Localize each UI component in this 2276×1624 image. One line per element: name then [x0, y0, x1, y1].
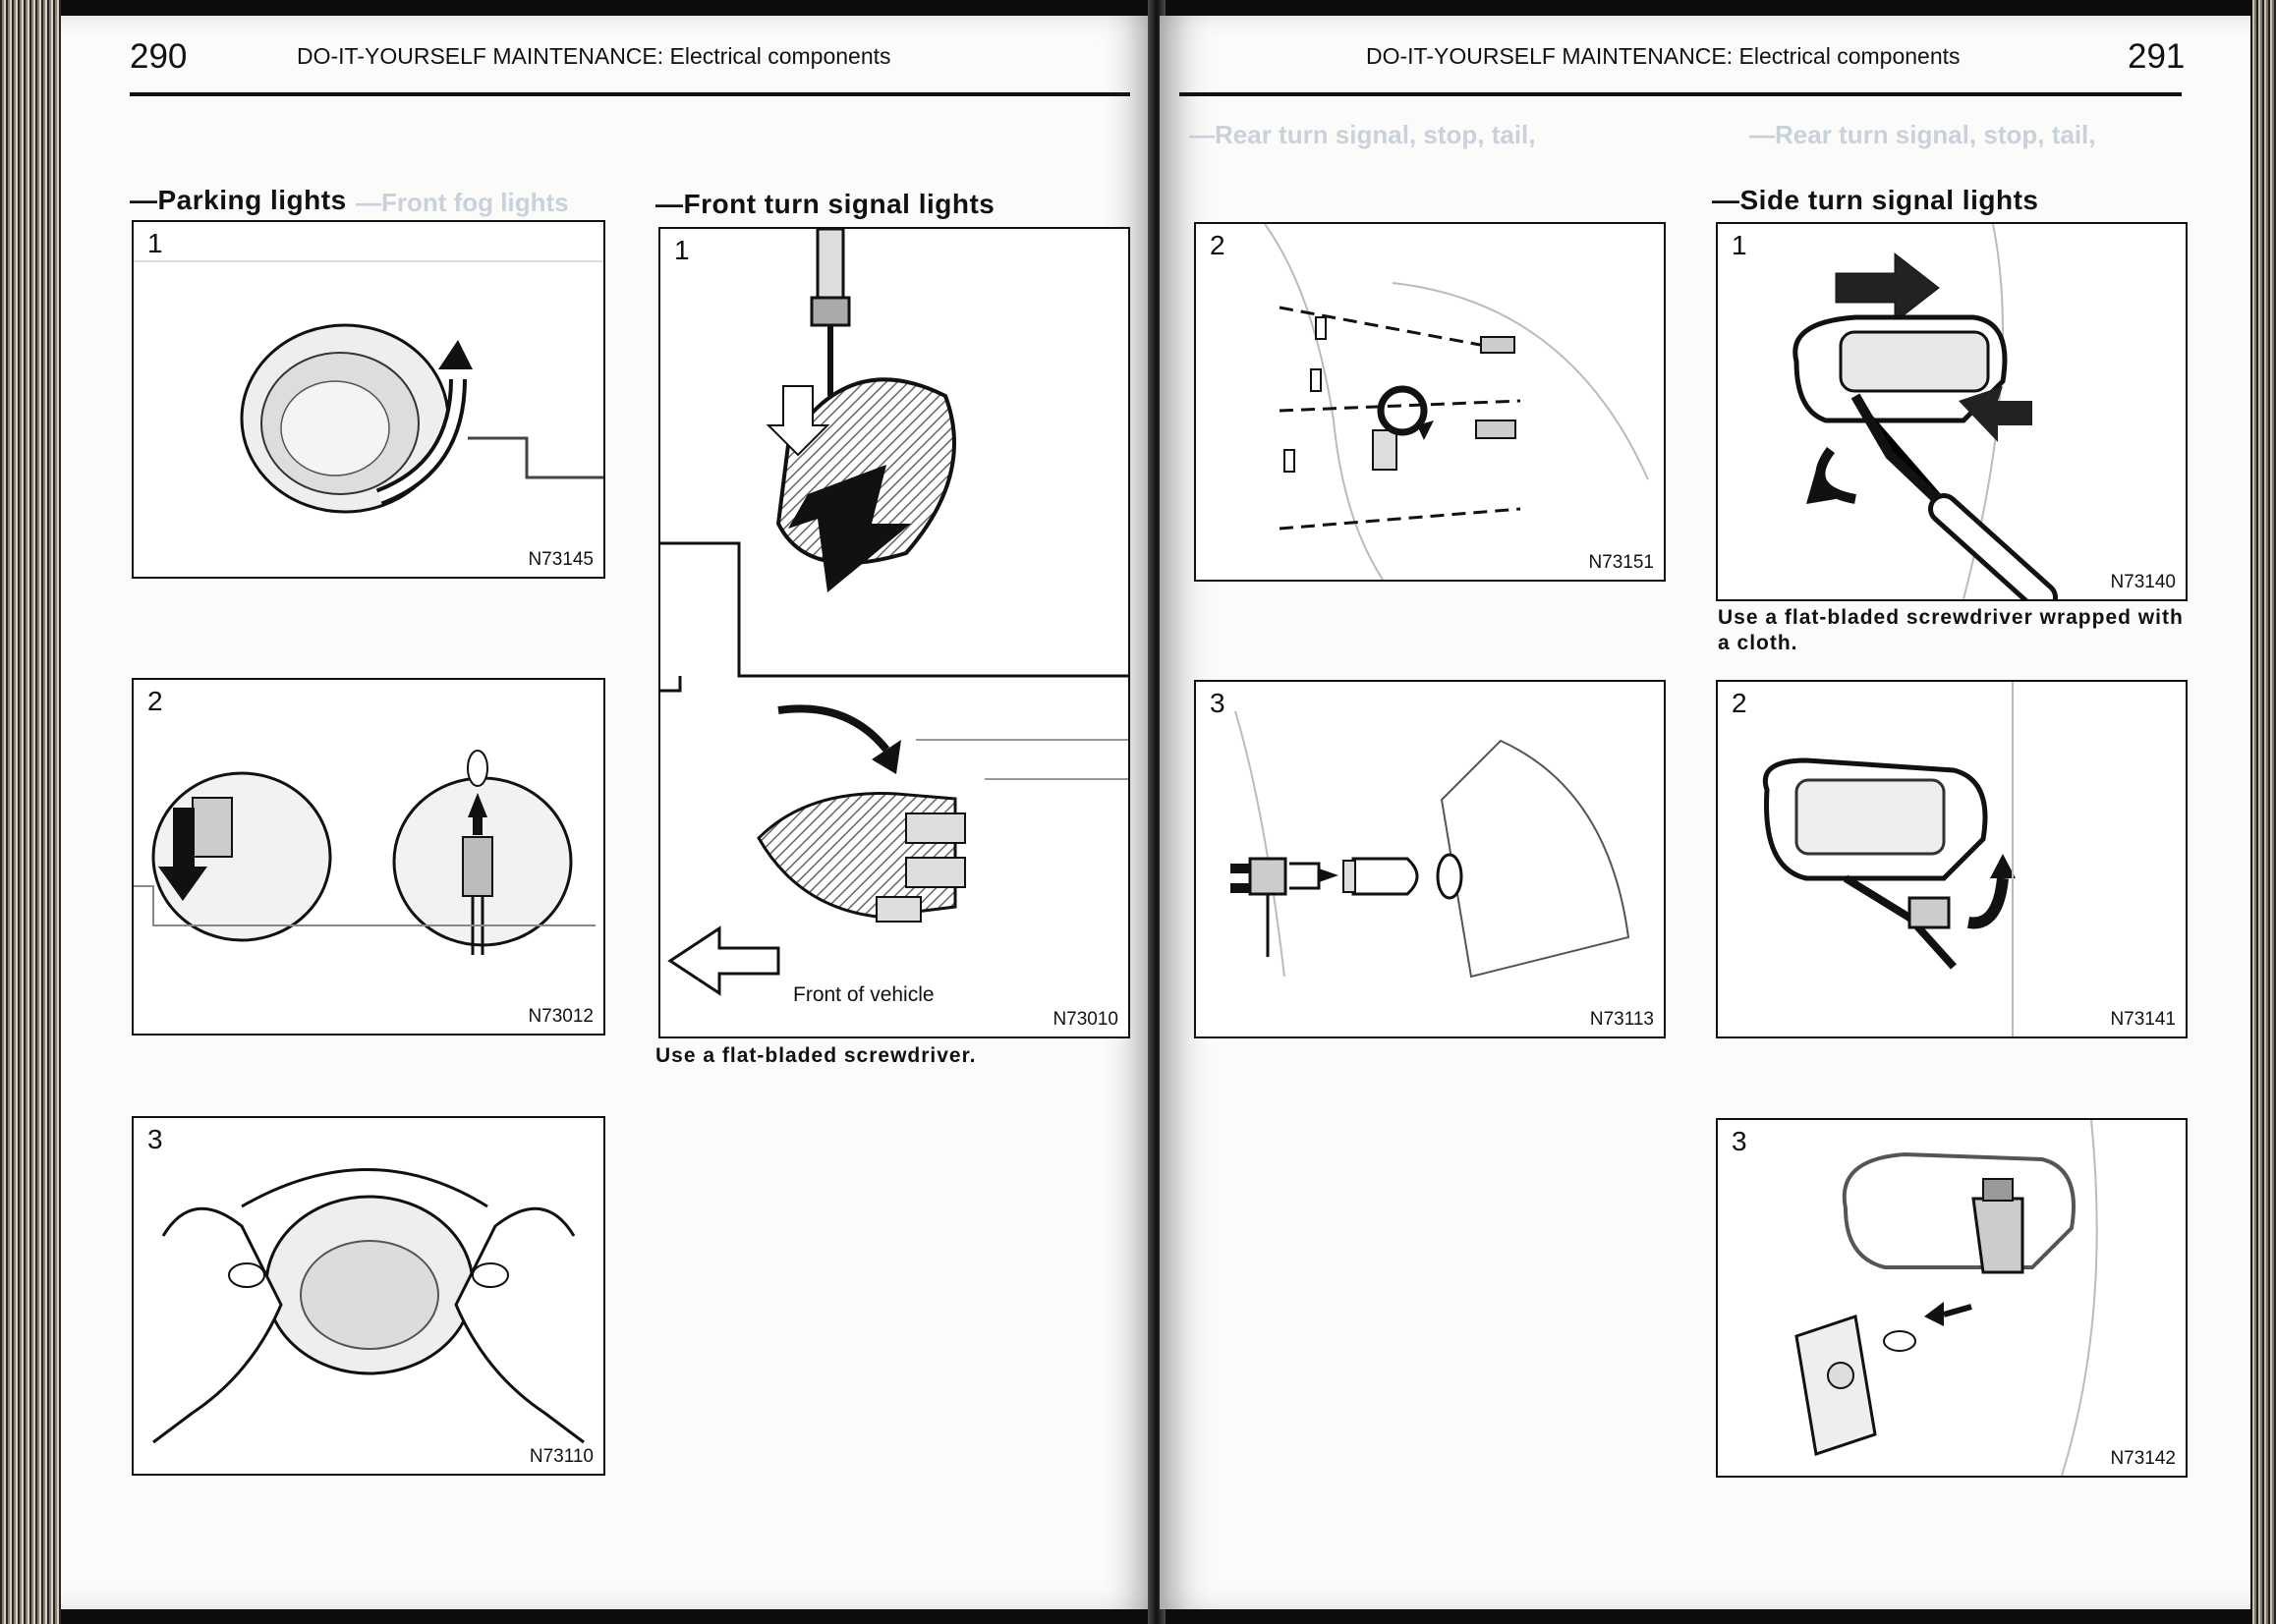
header-rule-right: [1179, 92, 2182, 96]
book-page-edges-right: [2252, 0, 2276, 1624]
section-title-front-turn-signal: —Front turn signal lights: [655, 189, 996, 219]
rear-bulb-replace-illustration: [1230, 710, 1630, 979]
step-number: 2: [1210, 230, 1225, 260]
page-header-left: DO-IT-YOURSELF MAINTENANCE: Electrical c…: [297, 43, 891, 69]
rear-light-socket-illustration: [1264, 224, 1649, 580]
step-number: 1: [1732, 230, 1747, 260]
figure-parking-step-1: 1 N73145: [132, 220, 605, 579]
parking-socket-illustration: [134, 260, 603, 514]
step-number: 2: [147, 686, 163, 716]
figure-code: N73142: [2110, 1448, 2176, 1469]
parking-lens-install-illustration: [152, 1168, 585, 1444]
figure-code: N73012: [528, 1006, 594, 1027]
figure-code: N73010: [1053, 1009, 1118, 1030]
figure-rear-step-2: 2 N73151: [1194, 222, 1666, 582]
left-page: 290 DO-IT-YOURSELF MAINTENANCE: Electric…: [61, 16, 1154, 1609]
caption-side-turn-signal: Use a flat-bladed screwdriver wrapped wi…: [1718, 606, 2184, 654]
bleed-through-text: —Rear turn signal, stop, tail,: [1749, 120, 2096, 149]
figure-front-turn-signal-step-1: 1 Front of vehicle N73010: [658, 227, 1130, 1038]
step-number: 1: [147, 228, 163, 258]
figure-parking-step-2: 2 N73012: [132, 678, 605, 1036]
front-turn-signal-illustration: [660, 229, 1128, 996]
caption-front-turn-signal: Use a flat-bladed screwdriver.: [655, 1044, 977, 1067]
bleed-through-text: —Front fog lights: [356, 188, 569, 217]
figure-code: N73110: [529, 1446, 594, 1467]
right-page: DO-IT-YOURSELF MAINTENANCE: Electrical c…: [1160, 16, 2250, 1609]
figure-side-turn-signal-step-2: 2 N73141: [1716, 680, 2188, 1038]
section-title-parking-lights: —Parking lights: [130, 185, 347, 215]
figure-side-turn-signal-step-3: 3 N73142: [1716, 1118, 2188, 1478]
side-turn-signal-bulb-illustration: [1794, 1120, 2098, 1476]
page-number-left: 290: [130, 37, 188, 76]
step-number: 2: [1732, 688, 1747, 718]
figure-code: N73141: [2110, 1009, 2176, 1030]
figure-code: N73140: [2110, 572, 2176, 592]
figure-code: N73145: [528, 549, 594, 570]
header-rule-left: [130, 92, 1130, 96]
book-page-edges-left: [0, 0, 61, 1624]
figure-code: N73113: [1589, 1009, 1654, 1030]
figure-code: N73151: [1588, 552, 1654, 573]
step-number: 3: [147, 1124, 163, 1154]
figure-parking-step-3: 3 N73110: [132, 1116, 605, 1476]
step-number: 3: [1210, 688, 1225, 718]
side-turn-signal-socket-illustration: [1763, 682, 2016, 1036]
step-number: 3: [1732, 1126, 1747, 1156]
page-number-right: 291: [2128, 37, 2186, 76]
front-of-vehicle-label: Front of vehicle: [793, 983, 935, 1006]
side-turn-signal-pry-illustration: [1792, 224, 2058, 599]
section-title-side-turn-signal: —Side turn signal lights: [1712, 185, 2039, 215]
bleed-through-text: —Rear turn signal, stop, tail,: [1189, 120, 1536, 149]
step-number: 1: [674, 235, 690, 265]
page-header-right: DO-IT-YOURSELF MAINTENANCE: Electrical c…: [1366, 43, 1961, 69]
figure-rear-step-3: 3 N73113: [1194, 680, 1666, 1038]
parking-bulb-removal-illustration: [134, 750, 596, 955]
figure-side-turn-signal-step-1: 1 N73140: [1716, 222, 2188, 601]
